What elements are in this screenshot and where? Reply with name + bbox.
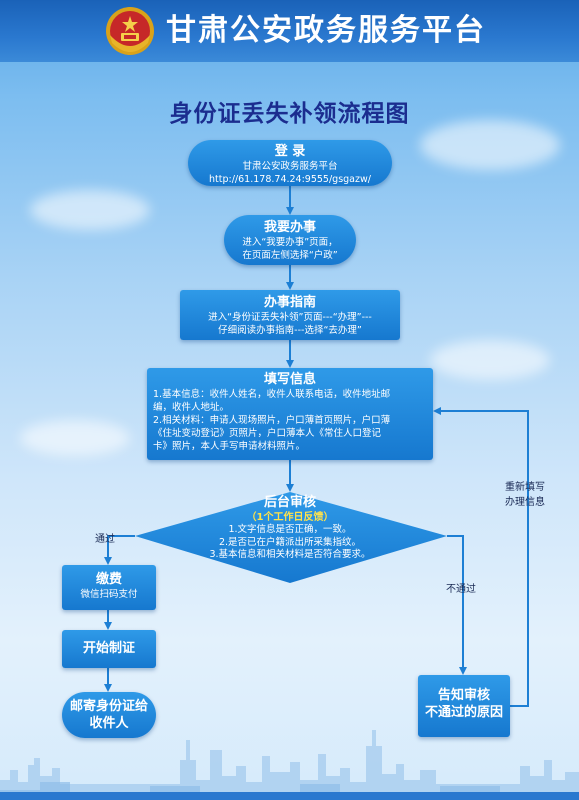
- cloud-decoration: [430, 340, 550, 380]
- label-refill-line: 重新填写: [505, 482, 545, 493]
- step-gaozhi-title: 告知审核: [437, 688, 490, 703]
- footer-bar: [0, 792, 579, 800]
- step-tianxiexinxi-line: 2.相关材料：申请人现场照片，户口薄首页照片，户口薄: [153, 415, 391, 426]
- label-pass: 通过: [95, 534, 115, 545]
- step-jiaofei: 缴费 微信扫码支付: [62, 565, 156, 610]
- arrow-fail-to-gaozhi: [447, 535, 467, 675]
- arrow-pass-to-jiaofei: [104, 535, 135, 565]
- step-jiaofei-line: 微信扫码支付: [80, 589, 138, 600]
- step-login: 登 录 甘肃公安政务服务平台 http://61.178.74.24:9555/…: [188, 140, 392, 186]
- step-tianxiexinxi-title: 填写信息: [263, 372, 316, 387]
- step-banshizhinan: 办事指南 进入“身份证丢失补领”页面---“办理”--- 仔细阅读办事指南---…: [180, 290, 400, 340]
- cloud-decoration: [420, 120, 560, 170]
- step-tianxiexinxi-line: 1.基本信息：收件人姓名，收件人联系电话，收件地址邮: [153, 389, 391, 400]
- cloud-decoration: [20, 420, 130, 456]
- step-houtaishenhe-title: 后台审核: [263, 495, 316, 510]
- step-houtaishenhe-line: 2.是否已在户籍派出所采集指纹。: [218, 536, 362, 548]
- step-tianxiexinxi-line: 《住址变动登记》页照片，户口薄本人《常住人口登记: [153, 428, 382, 439]
- step-kaishizhizheng: 开始制证: [62, 630, 156, 668]
- app-title: 甘肃公安政务服务平台: [166, 13, 486, 48]
- city-skyline: [0, 730, 579, 800]
- step-gaozhi-title: 不通过的原因: [424, 705, 503, 720]
- step-woyaobanshi-title: 我要办事: [263, 220, 316, 235]
- step-login-title: 登 录: [274, 144, 306, 159]
- cloud-decoration: [30, 190, 150, 230]
- step-youji: 邮寄身份证给 收件人: [62, 692, 156, 738]
- step-houtaishenhe-line: 1.文字信息是否正确，一致。: [228, 524, 352, 535]
- step-tianxiexinxi-line: 编，收件人地址。: [153, 402, 230, 413]
- step-banshizhinan-line: 进入“身份证丢失补领”页面---“办理”---: [208, 312, 372, 323]
- step-houtaishenhe-note: （1个工作日反馈）: [246, 512, 334, 523]
- step-houtaishenhe: 后台审核 （1个工作日反馈） 1.文字信息是否正确，一致。 2.是否已在户籍派出…: [190, 494, 390, 562]
- police-emblem-icon: [106, 7, 154, 55]
- step-login-line: 甘肃公安政务服务平台: [242, 161, 338, 172]
- label-fail: 不通过: [446, 584, 476, 595]
- step-youji-title: 收件人: [89, 716, 129, 731]
- arrow-refill-to-tianxie: [433, 407, 529, 707]
- step-gaozhi: 告知审核 不通过的原因: [418, 675, 510, 737]
- step-login-url: http://61.178.74.24:9555/gsgazw/: [209, 174, 371, 185]
- step-kaishizhizheng-title: 开始制证: [82, 641, 135, 656]
- step-woyaobanshi: 我要办事 进入“我要办事”页面， 在页面左侧选择“户政”: [224, 215, 356, 265]
- step-tianxiexinxi-line: 卡》照片，本人手写申请材料照片。: [153, 441, 306, 452]
- app-header: 甘肃公安政务服务平台: [0, 0, 579, 62]
- step-woyaobanshi-line: 在页面左侧选择“户政”: [242, 250, 338, 261]
- step-tianxiexinxi: 填写信息 1.基本信息：收件人姓名，收件人联系电话，收件地址邮 编，收件人地址。…: [147, 368, 433, 460]
- step-jiaofei-title: 缴费: [95, 572, 122, 587]
- label-refill-line: 办理信息: [505, 497, 545, 508]
- label-refill: 重新填写 办理信息: [505, 478, 545, 508]
- step-woyaobanshi-line: 进入“我要办事”页面，: [242, 237, 338, 248]
- step-banshizhinan-line: 仔细阅读办事指南---选择“去办理”: [218, 325, 362, 336]
- step-houtaishenhe-line: 3.基本信息和相关材料是否符合要求。: [209, 549, 371, 560]
- step-youji-title: 邮寄身份证给: [69, 699, 148, 714]
- step-banshizhinan-title: 办事指南: [263, 295, 316, 310]
- page-title: 身份证丢失补领流程图: [169, 101, 410, 127]
